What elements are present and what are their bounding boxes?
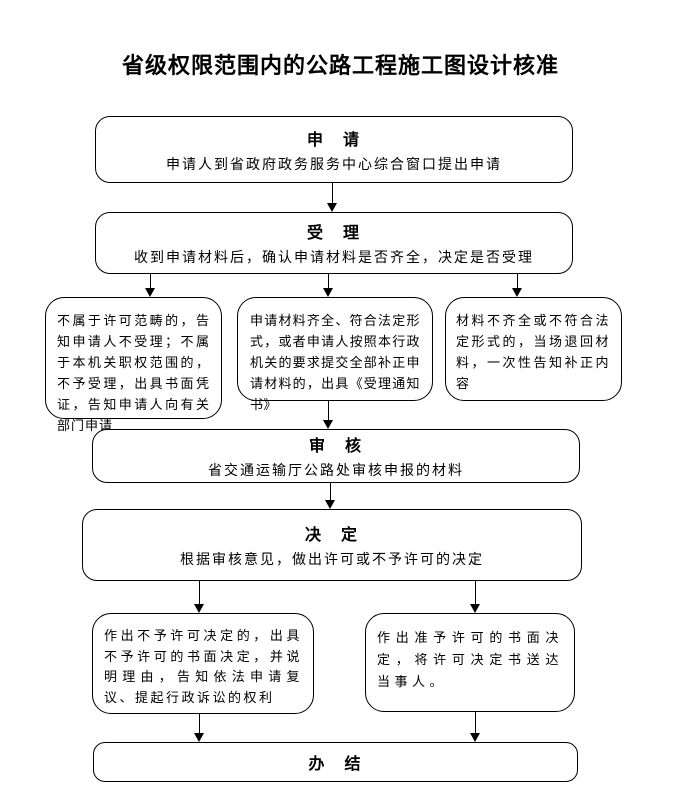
node-grant: 作出准予许可的书面决定，将许可决定书送达当事人。	[365, 613, 575, 712]
connector-review-decide	[329, 483, 331, 500]
node-not-accepted-text: 不属于许可范畴的，告知申请人不受理；不属于本机关职权范围的，不予受理，出具书面凭…	[57, 313, 210, 433]
page-title: 省级权限范围内的公路工程施工图设计核准	[121, 53, 559, 78]
node-not-accepted: 不属于许可范畴的，告知申请人不受理；不属于本机关职权范围的，不予受理，出具书面凭…	[45, 297, 222, 433]
node-apply-desc: 申请人到省政府政务服务中心综合窗口提出申请	[166, 157, 502, 173]
connector-notice-review	[327, 401, 329, 421]
node-decide-label: 决 定	[304, 527, 359, 544]
node-grant-text: 作出准予许可的书面决定，将许可决定书送达当事人。	[377, 630, 563, 689]
connector-decide-deny	[198, 581, 200, 605]
node-accept: 受 理 收到申请材料后，确认申请材料是否齐全，决定是否受理	[95, 212, 573, 274]
arrowhead-grant-finish	[470, 733, 480, 742]
connector-accept-left	[149, 274, 151, 289]
node-accept-label: 受 理	[306, 225, 361, 242]
arrowhead-notice-review	[323, 420, 333, 429]
connector-apply-accept	[331, 183, 333, 204]
arrowhead-apply-accept	[327, 203, 337, 212]
arrowhead-accept-right	[512, 288, 522, 297]
connector-accept-right	[516, 274, 518, 289]
node-deny: 作出不予许可决定的，出具不予许可的书面决定，并说明理由，告知依法申请复议、提起行…	[92, 613, 314, 714]
connector-accept-middle	[327, 274, 329, 289]
connector-grant-finish	[474, 712, 476, 734]
node-decide: 决 定 根据审核意见，做出许可或不予许可的决定	[82, 509, 582, 581]
node-return-material-text: 材料不齐全或不符合法定形式的，当场退回材料，一次性告知补正内容	[456, 313, 612, 391]
node-accept-desc: 收到申请材料后，确认申请材料是否齐全，决定是否受理	[134, 251, 534, 266]
node-review-desc: 省交通运输厅公路处审核申报的材料	[208, 464, 464, 479]
arrowhead-deny-finish	[194, 733, 204, 742]
arrowhead-decide-deny	[194, 604, 204, 613]
node-return-material: 材料不齐全或不符合法定形式的，当场退回材料，一次性告知补正内容	[445, 297, 622, 401]
node-accept-notice-text: 申请材料齐全、符合法定形式，或者申请人按照本行政机关的要求提交全部补正申请材料的…	[250, 313, 420, 412]
arrowhead-decide-grant	[470, 604, 480, 613]
node-decide-desc: 根据审核意见，做出许可或不予许可的决定	[180, 553, 484, 568]
node-review-label: 审 核	[308, 438, 363, 455]
node-apply: 申 请 申请人到省政府政务服务中心综合窗口提出申请	[95, 116, 573, 183]
connector-deny-finish	[198, 714, 200, 734]
arrowhead-review-decide	[325, 500, 335, 509]
node-apply-label: 申 请	[306, 131, 361, 149]
node-review: 审 核 省交通运输厅公路处审核申报的材料	[92, 429, 580, 483]
arrowhead-accept-middle	[323, 288, 333, 297]
node-finish-label: 办 结	[308, 756, 363, 773]
node-deny-text: 作出不予许可决定的，出具不予许可的书面决定，并说明理由，告知依法申请复议、提起行…	[104, 628, 302, 705]
connector-decide-grant	[474, 581, 476, 605]
node-accept-notice: 申请材料齐全、符合法定形式，或者申请人按照本行政机关的要求提交全部补正申请材料的…	[237, 297, 433, 412]
node-finish: 办 结	[93, 742, 578, 782]
arrowhead-accept-left	[145, 288, 155, 297]
